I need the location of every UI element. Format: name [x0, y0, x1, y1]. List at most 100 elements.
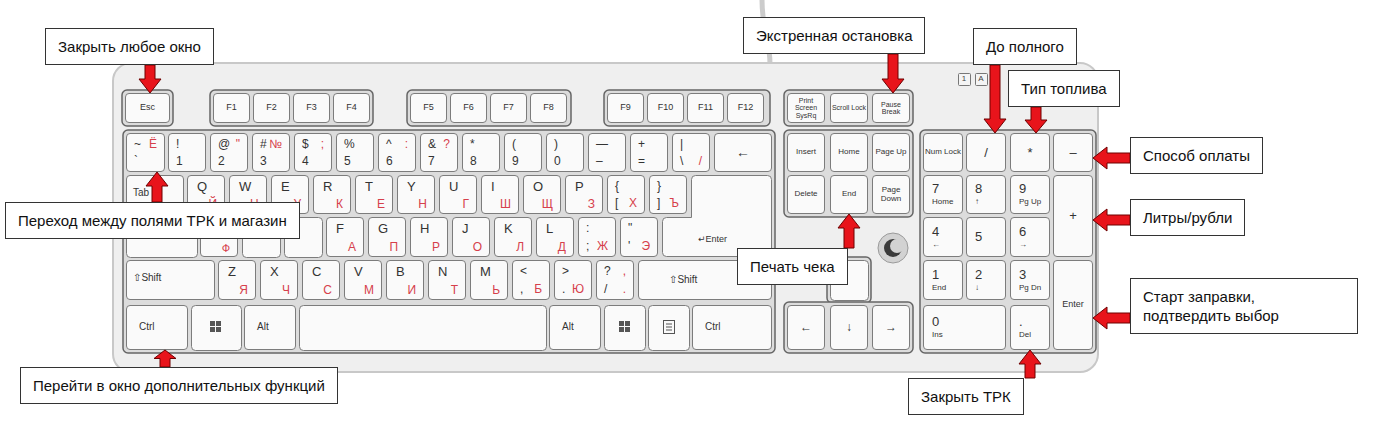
indicator-label: A: [975, 73, 987, 85]
key-legend: Ё: [149, 138, 157, 150]
keyboard-key: |\/: [672, 133, 710, 172]
keyboard-key: :;Ж: [578, 217, 616, 257]
keyboard-key: OЩ: [523, 175, 561, 214]
keyboard-key: Insert: [787, 133, 825, 172]
key-legend: ": [236, 138, 240, 150]
key-legend: F: [336, 222, 344, 235]
key-legend: П: [389, 241, 398, 253]
menu-key: [649, 306, 690, 351]
keyboard-key: Home: [830, 133, 868, 172]
keyboard-key: Alt: [244, 305, 296, 350]
key-legend: >: [562, 265, 569, 277]
key-legend: F3: [294, 103, 329, 112]
key-legend: Х: [629, 197, 637, 209]
key-well: [210, 90, 373, 126]
keyboard-key: Pause Break: [872, 93, 910, 123]
key-legend: –: [1054, 146, 1092, 160]
key-legend: M: [480, 265, 491, 278]
keyboard-key: VМ: [344, 260, 382, 300]
keyboard-key: ←: [787, 305, 825, 350]
key-legend: Ъ: [670, 197, 680, 209]
key-legend: ⇧Shift: [133, 273, 161, 283]
keyboard-key: UГ: [439, 175, 477, 214]
key-legend: Pause Break: [873, 101, 909, 116]
key-legend: ↑: [975, 197, 979, 206]
keyboard-key: XЧ: [260, 260, 298, 300]
key-legend: W: [239, 180, 251, 193]
key-legend: Insert: [788, 148, 824, 156]
key-legend: O: [533, 180, 543, 193]
key-legend: А: [348, 241, 356, 253]
keyboard-key: F12: [727, 93, 764, 123]
key-legend: 4: [932, 225, 939, 240]
keyboard-key: &?7: [420, 133, 458, 172]
key-legend: :: [405, 138, 408, 150]
keyboard-key: Esc: [125, 93, 170, 123]
key-legend: X: [270, 265, 279, 278]
keyboard-key: {[Х: [607, 175, 645, 214]
callout-text: Экстренная остановка: [756, 26, 912, 45]
key-legend: K: [504, 222, 513, 235]
key-legend: ): [554, 138, 558, 150]
key-legend: .: [562, 283, 565, 295]
keyboard-key: →: [872, 305, 910, 350]
key-legend: B: [396, 265, 405, 278]
key-legend: F2: [254, 103, 289, 112]
block-arrow: [139, 65, 161, 93]
keyboard-key: RК: [313, 175, 351, 214]
keyboard-key: Alt: [549, 305, 601, 350]
key-legend: 1: [176, 155, 183, 167]
key-legend: —: [596, 138, 608, 150]
key-legend: #: [260, 138, 267, 150]
key-legend: ⇧Shift: [669, 275, 697, 285]
block-arrow: [1025, 107, 1047, 133]
keyboard-key: F1: [213, 93, 250, 123]
key-legend: Num Lock: [924, 148, 962, 156]
key-legend: E: [281, 180, 290, 193]
key-legend: ;: [321, 138, 324, 150]
key-legend: Л: [516, 241, 524, 253]
key-legend: F9: [608, 103, 643, 112]
keyboard-key: KЛ: [494, 217, 532, 257]
callout-box: Закрыть ТРК: [908, 378, 1024, 415]
key-legend: Е: [377, 198, 385, 210]
key-legend: Pg Dn: [1019, 283, 1041, 292]
keyboard-key: PЗ: [565, 175, 603, 214]
key-legend: 7: [932, 182, 939, 197]
callout-box: Способ оплаты: [1130, 137, 1263, 174]
keyboard-key: *: [1010, 133, 1050, 172]
key-legend: F7: [491, 103, 526, 112]
key-legend: 8: [470, 155, 477, 167]
keyboard-key: ZЯ: [218, 260, 256, 300]
key-legend: ': [628, 240, 630, 252]
key-legend: P: [575, 180, 584, 193]
key-legend: Н: [418, 198, 427, 210]
keyboard-key: MЬ: [470, 260, 508, 300]
keyboard-key: F7: [490, 93, 527, 123]
key-legend: Scroll Lock: [831, 104, 867, 111]
key-legend: ,: [520, 283, 523, 295]
keyboard-key: )0: [546, 133, 584, 172]
callout-box: Печать чека: [737, 248, 848, 285]
callout-box: Литры/рубли: [1130, 199, 1245, 236]
key-legend: =: [638, 155, 645, 167]
key-legend: 5: [344, 155, 351, 167]
key-legend: /: [699, 155, 702, 167]
key-legend: F11: [688, 103, 723, 112]
key-legend: +: [638, 138, 645, 150]
key-legend: F5: [411, 103, 446, 112]
key-legend: Ctrl: [139, 322, 155, 332]
key-well: [122, 90, 173, 126]
key-legend: №: [269, 138, 282, 150]
key-legend: U: [449, 180, 458, 193]
keyboard-key: –: [1053, 133, 1093, 172]
keyboard-key: 8↑: [966, 175, 1006, 214]
key-legend: Т: [451, 284, 458, 296]
keyboard-key: ⇧Shift: [126, 260, 215, 300]
block-arrow: [1019, 350, 1041, 378]
callout-text: Переход между полями ТРК и магазин: [18, 211, 287, 230]
keyboard-key: }]Ъ: [649, 175, 687, 214]
callout-box: Закрыть любое окно: [45, 28, 214, 65]
key-legend: F10: [648, 103, 683, 112]
